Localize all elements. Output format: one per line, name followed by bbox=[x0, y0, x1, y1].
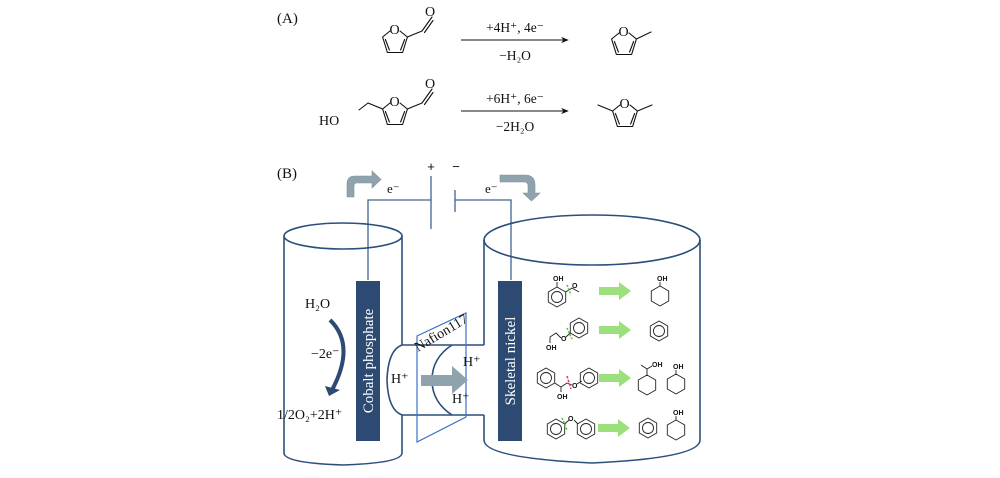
cathode-reactions: OH O OH O OH bbox=[536, 276, 686, 441]
guaiacol-structure: OH O bbox=[547, 276, 580, 308]
electron-label-right: e⁻ bbox=[485, 181, 498, 196]
ho-label: HO bbox=[319, 114, 339, 129]
diphenyl-ether-structure: O bbox=[546, 416, 596, 440]
cathode-electrode: Skeletal nickel bbox=[498, 281, 522, 441]
anode-cell-body bbox=[283, 236, 403, 466]
proton-label-right-bottom: H⁺ bbox=[452, 392, 470, 407]
svg-text:O: O bbox=[572, 383, 578, 390]
anode-cell-top bbox=[283, 222, 403, 250]
svg-text:O: O bbox=[561, 336, 567, 343]
electron-flow-arrow-left: e⁻ bbox=[346, 170, 400, 198]
svg-text:O: O bbox=[390, 95, 400, 110]
cleavage-mark bbox=[566, 284, 572, 296]
cathode-electrode-label: Skeletal nickel bbox=[503, 317, 519, 406]
cathode-cell bbox=[483, 214, 701, 464]
anode-cell bbox=[283, 222, 403, 466]
dimethylfuran-structure: O bbox=[597, 97, 653, 128]
cathode-cell-top bbox=[483, 214, 701, 266]
svg-text:OH: OH bbox=[557, 394, 568, 401]
green-arrow-icon bbox=[598, 419, 630, 437]
wire-right bbox=[455, 199, 512, 280]
curved-arrow-icon bbox=[346, 170, 382, 198]
furfural-structure: O O bbox=[382, 5, 435, 54]
proton-label-left: H⁺ bbox=[391, 372, 409, 387]
anode-products: 1/2O₂+2H⁺ bbox=[277, 408, 342, 423]
connecting-tube bbox=[402, 344, 484, 416]
cathode-cell-body bbox=[483, 240, 701, 464]
svg-text:OH: OH bbox=[657, 276, 668, 283]
panel-a-label: (A) bbox=[277, 11, 298, 27]
phenoxy-phenylethanol-structure: OH O bbox=[536, 367, 599, 401]
proton-label-right-top: H⁺ bbox=[463, 355, 481, 370]
proton-flow-arrow bbox=[421, 366, 468, 394]
svg-text:OH: OH bbox=[673, 364, 684, 371]
svg-text:O: O bbox=[390, 23, 400, 38]
svg-text:O: O bbox=[572, 283, 578, 290]
anode-reactant: H₂O bbox=[305, 297, 330, 312]
electron-label-left: e⁻ bbox=[387, 181, 400, 196]
panel-b-label: (B) bbox=[277, 166, 297, 182]
cathode-reaction-row: O OH bbox=[546, 410, 686, 441]
conditions-below-1: −H₂O bbox=[499, 48, 531, 63]
svg-text:O: O bbox=[425, 5, 435, 20]
cathode-reaction-row: OH O OH bbox=[547, 276, 670, 308]
cyclohexanol-structure: OH bbox=[666, 364, 686, 395]
svg-text:O: O bbox=[425, 77, 435, 92]
power-source: + − bbox=[427, 159, 460, 229]
reaction-1: O O +4H⁺, 4e⁻ −H₂O O bbox=[382, 5, 652, 63]
cyclohexylethanol-structure: OH bbox=[637, 362, 663, 396]
hmf-structure: O O bbox=[358, 77, 435, 126]
nafion-membrane bbox=[416, 312, 467, 443]
benzene-structure bbox=[649, 320, 669, 342]
conditions-below-2: −2H₂O bbox=[496, 119, 535, 134]
anode-electrons: −2e⁻ bbox=[311, 347, 340, 362]
benzene-structure bbox=[638, 417, 658, 439]
electron-flow-arrow-right: e⁻ bbox=[485, 174, 541, 202]
cyclohexanol-structure: OH bbox=[650, 276, 670, 307]
green-arrow-icon bbox=[599, 369, 631, 387]
reaction-2: HO O O +6H⁺, 6e⁻ −2H₂O O bbox=[319, 77, 653, 134]
skeletal-nickel-electrode bbox=[498, 281, 522, 441]
cyclohexanol-structure: OH bbox=[666, 410, 686, 441]
conditions-above-2: +6H⁺, 6e⁻ bbox=[486, 91, 544, 106]
curved-arrow-icon bbox=[499, 174, 541, 202]
conditions-above-1: +4H⁺, 4e⁻ bbox=[486, 20, 544, 35]
phenoxyethanol-structure: O OH bbox=[546, 317, 589, 352]
anode-reaction: H₂O −2e⁻ 1/2O₂+2H⁺ bbox=[277, 297, 346, 423]
svg-text:OH: OH bbox=[553, 276, 564, 283]
cleavage-mark bbox=[561, 417, 568, 431]
battery-minus-label: − bbox=[452, 159, 460, 174]
cathode-reaction-row: O OH bbox=[546, 317, 669, 352]
svg-text:OH: OH bbox=[673, 410, 684, 417]
cleavage-mark bbox=[566, 375, 572, 390]
battery-plus-label: + bbox=[427, 159, 435, 174]
wire-left bbox=[367, 199, 431, 280]
methylfuran-structure: O bbox=[611, 25, 652, 56]
svg-text:O: O bbox=[568, 416, 574, 423]
anode-electrode-label: Cobalt phosphate bbox=[361, 308, 377, 413]
tube-left-end bbox=[386, 344, 403, 416]
curved-reaction-arrow-icon bbox=[328, 318, 346, 391]
panel-a: (A) O O +4H⁺, 4e⁻ −H₂O O bbox=[277, 5, 653, 134]
panel-b: (B) + − e⁻ e⁻ bbox=[277, 159, 701, 466]
green-arrow-icon bbox=[599, 282, 631, 300]
svg-text:O: O bbox=[620, 97, 630, 112]
svg-text:O: O bbox=[619, 25, 629, 40]
svg-text:OH: OH bbox=[546, 345, 557, 352]
anode-electrode: Cobalt phosphate bbox=[356, 281, 380, 441]
cathode-reaction-row: OH O OH OH bbox=[536, 362, 686, 401]
svg-text:OH: OH bbox=[652, 362, 663, 369]
green-arrow-icon bbox=[599, 321, 631, 339]
cobalt-phosphate-electrode bbox=[356, 281, 380, 441]
